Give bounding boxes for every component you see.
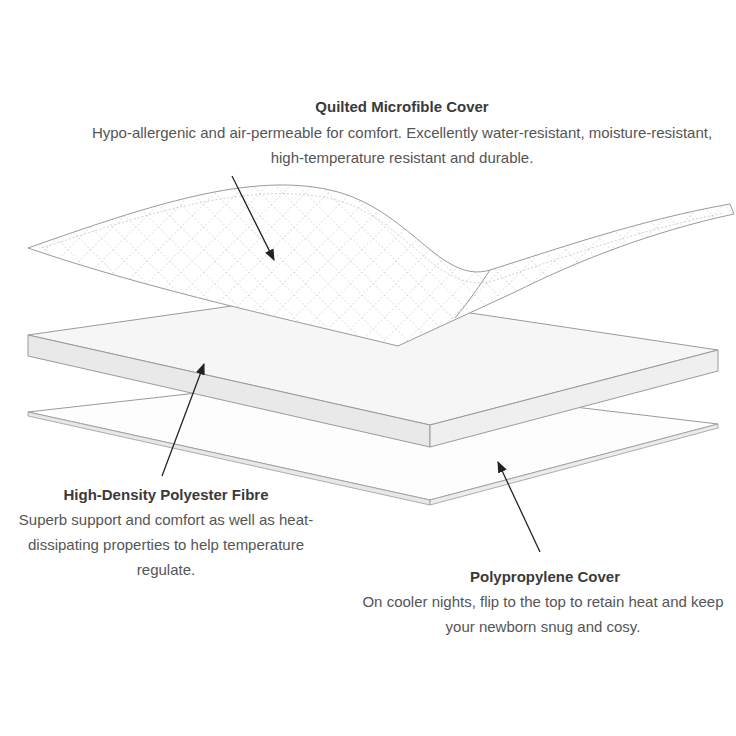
- callout-heading: Quilted Microfible Cover: [202, 94, 602, 119]
- leader-arrow: [232, 176, 274, 260]
- callout-body: Superb support and comfort as well as he…: [6, 507, 326, 582]
- leader-arrow: [498, 462, 540, 552]
- quilted-cover: [28, 185, 734, 346]
- callout-heading: Polypropylene Cover: [395, 564, 695, 589]
- leader-arrow: [162, 364, 204, 476]
- callout-heading: High-Density Polyester Fibre: [16, 482, 316, 507]
- callout-body: Hypo-allergenic and air-permeable for co…: [82, 120, 722, 170]
- callout-body: On cooler nights, flip to the top to ret…: [355, 589, 731, 639]
